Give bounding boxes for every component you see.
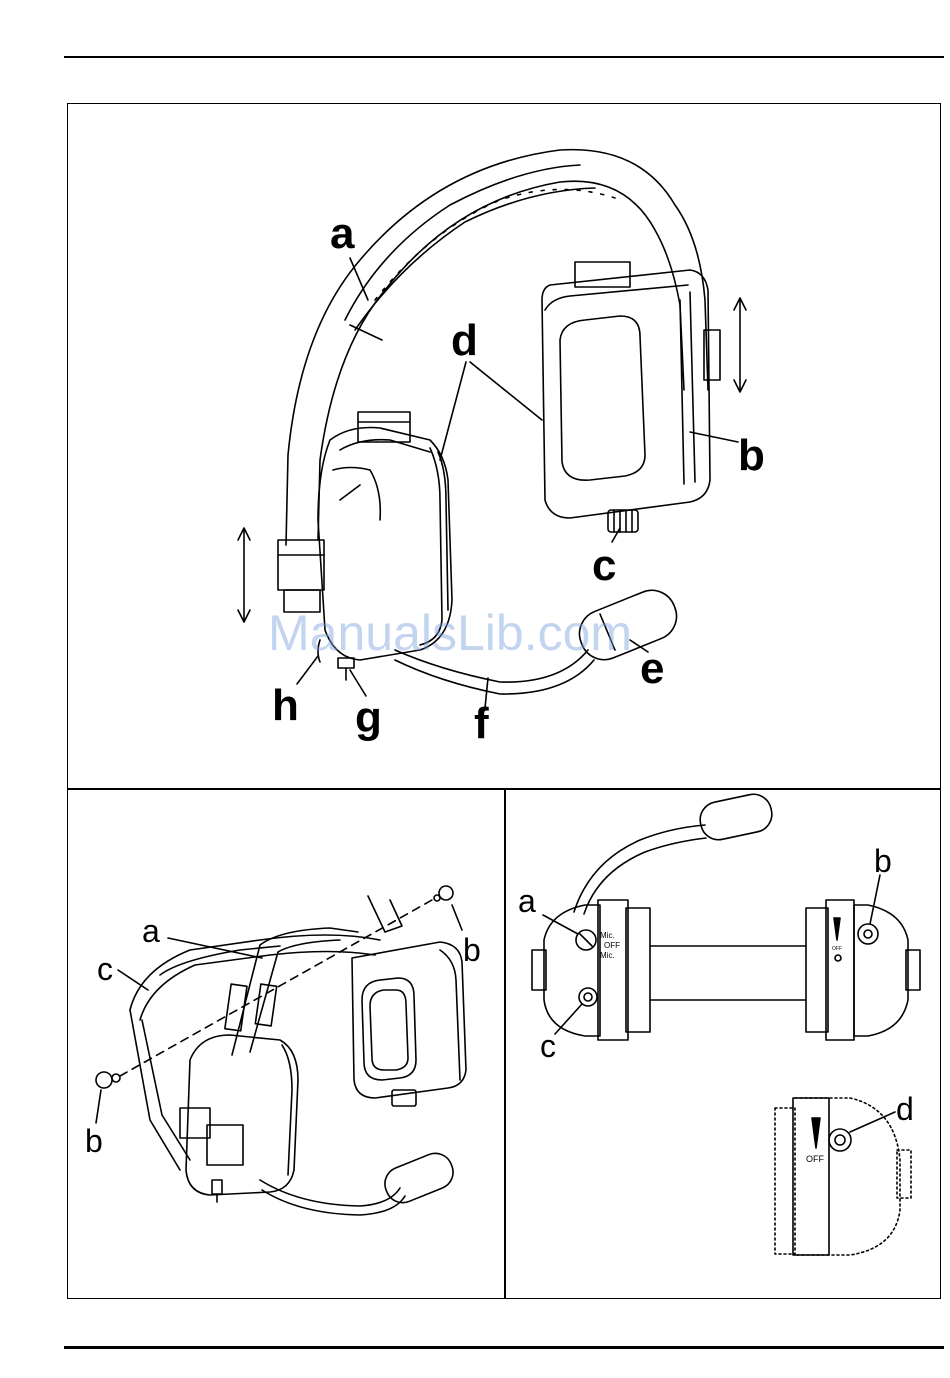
bottom-right-headset-drawing: [532, 791, 920, 1255]
label-br-a: a: [518, 883, 536, 919]
bottom-rule: [64, 1346, 944, 1349]
label-br-b: b: [874, 843, 892, 879]
label-br-d: d: [896, 1091, 914, 1127]
label-top-g: g: [355, 693, 382, 742]
label-br-c: c: [540, 1028, 556, 1064]
label-top-e: e: [640, 644, 664, 693]
switch-label-mic-2: Mic.: [600, 951, 615, 960]
label-top-h: h: [272, 681, 299, 730]
switch-label-off: OFF: [604, 941, 620, 950]
label-top-f: f: [474, 699, 489, 748]
label-bl-c: c: [97, 951, 113, 987]
label-top-c: c: [592, 541, 616, 590]
label-bl-a: a: [142, 913, 160, 949]
label-top-b: b: [738, 431, 765, 480]
top-labels: a d b c e f g h: [272, 209, 765, 748]
label-bl-b-right: b: [463, 932, 481, 968]
detail-label-off: OFF: [806, 1154, 824, 1164]
switch-label-mic-1: Mic.: [600, 931, 615, 940]
watermark-text: ManualsLib.com: [268, 604, 632, 662]
label-top-a: a: [330, 209, 355, 258]
switch-label-off-small: OFF: [832, 946, 842, 952]
label-top-d: d: [451, 316, 478, 365]
label-bl-b-left: b: [85, 1123, 103, 1159]
